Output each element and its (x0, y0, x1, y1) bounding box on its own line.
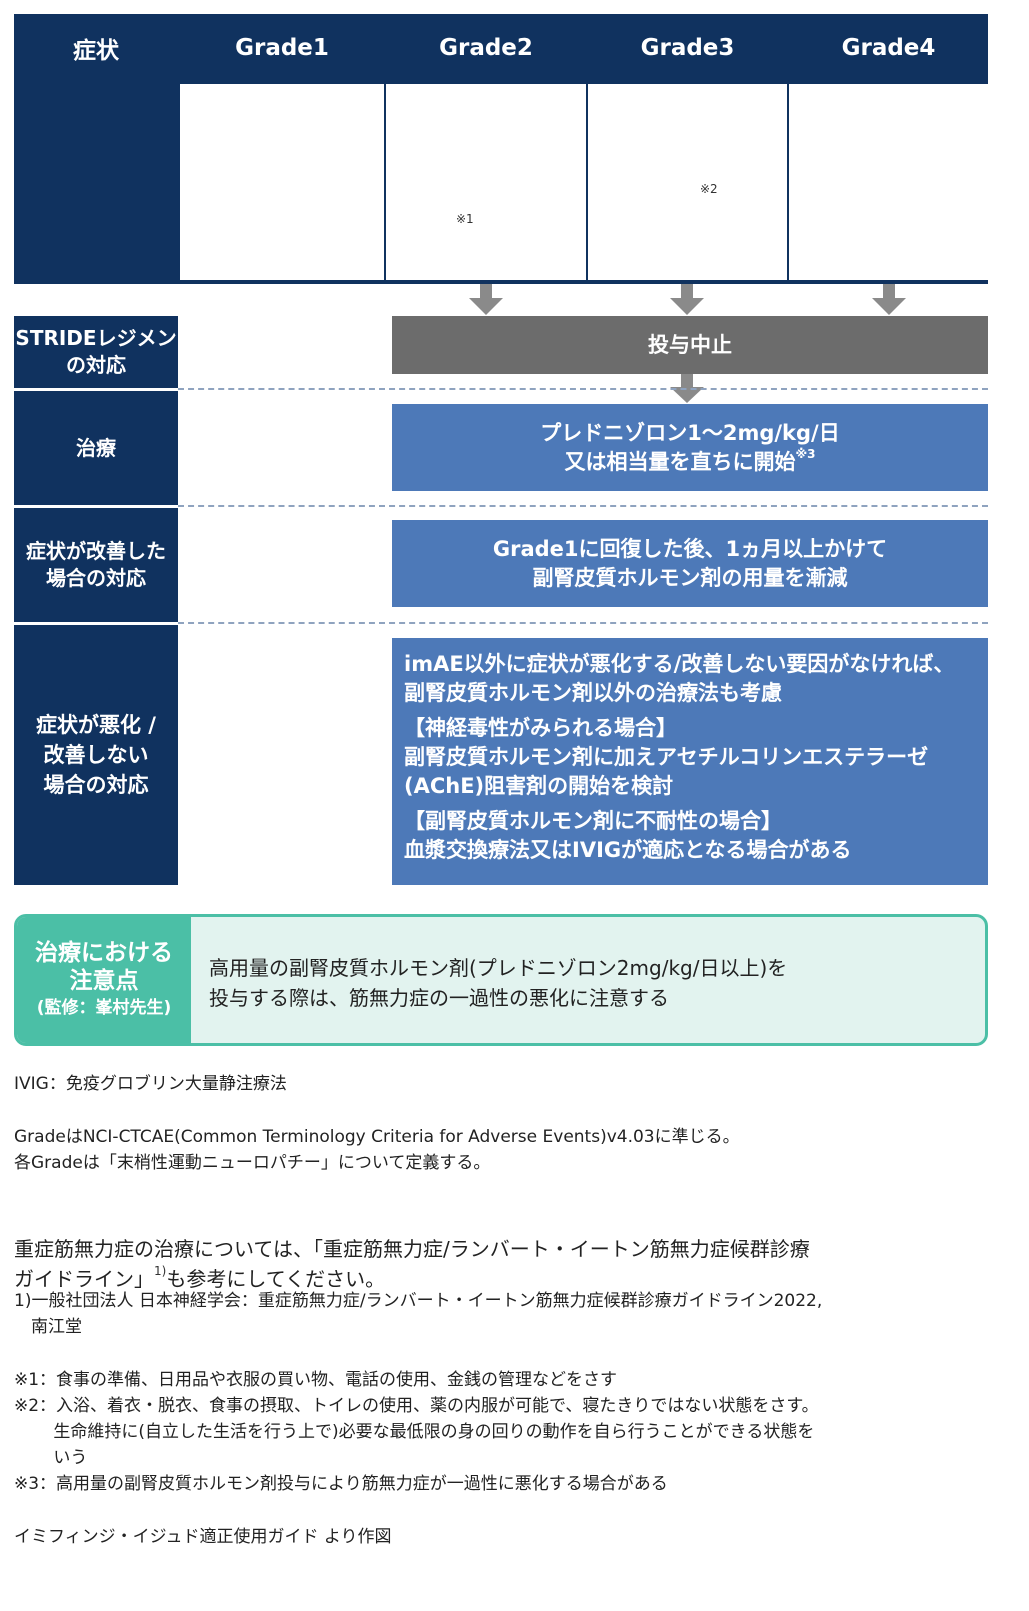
worse-text-3: 【副腎皮質ホルモン剤に不耐性の場合】 血漿交換療法又はIVIGが適応となる場合が… (404, 809, 852, 862)
divider (178, 622, 988, 624)
caution-supervisor: (監修：峯村先生) (36, 998, 172, 1018)
footnote-1: ※1：食事の準備、日用品や衣服の買い物、電話の使用、金銭の管理などをさす (14, 1370, 618, 1390)
list-item: ●緊急処置を 要する (797, 125, 922, 179)
list-item: ●補助具を要する (596, 245, 763, 269)
down-arrow-icon (670, 284, 704, 316)
list-item: ●臨床所見または 検査所見のみ (188, 125, 355, 179)
grade2-cell: ●中等症の症状が ある ●身の回り以外の 日常生活 動作※1の制限 (386, 84, 586, 280)
note-ivig: IVIG：免疫グロブリン大量静注療法 (14, 1074, 287, 1094)
list-item: ●生命を脅かす (797, 95, 943, 119)
stop-box: 投与中止 (392, 316, 988, 374)
source-caption: イミフィンジ・イジュド適正使用ガイド より作図 (14, 1527, 392, 1547)
divider (178, 388, 988, 390)
down-arrow-icon (872, 284, 906, 316)
label-stride: STRIDEレジメン の対応 (14, 316, 178, 388)
label-treatment: 治療 (14, 391, 178, 505)
list-item: ●症状がない (188, 95, 313, 119)
caution-box: 治療における 注意点 (監修：峯村先生) 高用量の副腎皮質ホルモン剤(プレドニゾ… (14, 914, 988, 1046)
improve-box: Grade1に回復した後、1ヵ月以上かけて 副腎皮質ホルモン剤の用量を漸減 (392, 520, 988, 607)
list-item: ●治療を要さない (188, 185, 355, 209)
header-grade3: Grade3 (640, 35, 735, 61)
header-grade2: Grade2 (439, 35, 533, 61)
label-worse: 症状が悪化 / 改善しない 場合の対応 (14, 625, 178, 885)
worse-text-2: 【神経毒性がみられる場合】 副腎皮質ホルモン剤に加えアセチルコリンエステラーゼ … (404, 716, 929, 798)
worse-text-1: imAE以外に症状が悪化する/改善しない要因がなければ、 副腎皮質ホルモン剤以外… (404, 652, 955, 705)
note-guideline: 重症筋無力症の治療については、「重症筋無力症/ランバート・イートン筋無力症候群診… (14, 1237, 810, 1291)
worse-box: imAE以外に症状が悪化する/改善しない要因がなければ、 副腎皮質ホルモン剤以外… (392, 638, 988, 885)
header-symptom: 症状 (73, 38, 119, 64)
grade-table: 症状 Grade1 Grade2 Grade3 Grade4 ●症状がない ●臨… (14, 14, 988, 284)
footnote-3: ※3：高用量の副腎皮質ホルモン剤投与により筋無力症が一過性に悪化する場合がある (14, 1474, 668, 1494)
list-item: ●高度の症状が ある (596, 95, 742, 149)
grade1-cell: ●症状がない ●臨床所見または 検査所見のみ ●治療を要さない (180, 84, 384, 280)
caution-text: 高用量の副腎皮質ホルモン剤(プレドニゾロン2mg/kg/日以上)を 投与する際は… (209, 956, 788, 1010)
caution-title: 治療における 注意点 (35, 940, 173, 994)
grade4-cell: ●生命を脅かす ●緊急処置を 要する (789, 84, 988, 280)
note-grade-definition: GradeはNCI-CTCAE(Common Terminology Crite… (14, 1127, 740, 1173)
footnote-2: ※2：入浴、着衣・脱衣、食事の摂取、トイレの使用、薬の内服が可能で、寝たきりでは… (14, 1396, 819, 1468)
header-grade4: Grade4 (841, 35, 936, 61)
list-item: ●身の回り以外の 日常生活 動作※1の制限 (394, 155, 561, 239)
divider (178, 505, 988, 507)
header-grade1: Grade1 (235, 35, 329, 61)
down-arrow-icon (670, 374, 704, 404)
list-item: ●身の回りの日常 生活動作※2の 制限 (596, 155, 763, 239)
label-improve: 症状が改善した 場合の対応 (14, 508, 178, 622)
list-item: ●中等症の症状が ある (394, 95, 561, 149)
caution-title-panel: 治療における 注意点 (監修：峯村先生) (17, 917, 191, 1043)
note-reference: 1)一般社団法人 日本神経学会：重症筋無力症/ランバート・イートン筋無力症候群診… (14, 1291, 823, 1337)
down-arrow-icon (469, 284, 503, 316)
treatment-box: プレドニゾロン1～2mg/kg/日 又は相当量を直ちに開始※3 (392, 404, 988, 491)
grade3-cell: ●高度の症状が ある ●身の回りの日常 生活動作※2の 制限 ●補助具を要する (588, 84, 787, 280)
